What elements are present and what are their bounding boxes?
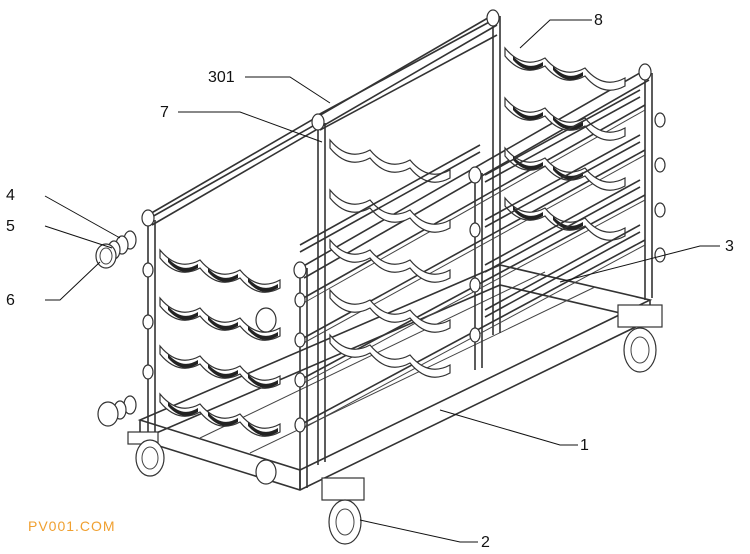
middle-rack — [329, 138, 451, 378]
watermark: PV001.COM — [28, 518, 116, 534]
handle-assembly — [95, 230, 277, 485]
storage-bars — [149, 89, 641, 318]
casters — [127, 304, 663, 545]
cradle-row — [159, 392, 281, 437]
label-8: 8 — [594, 12, 603, 29]
leader-lines — [44, 19, 720, 543]
caster-front-left — [127, 431, 165, 477]
label-4: 4 — [6, 187, 15, 204]
cradle-row — [159, 248, 281, 293]
label-2: 2 — [481, 534, 490, 551]
roller-caps — [141, 9, 666, 433]
left-end-rack — [159, 248, 281, 437]
caster-front-right — [321, 477, 365, 545]
label-5: 5 — [6, 218, 15, 235]
label-6: 6 — [6, 292, 15, 309]
cradle-row — [504, 146, 626, 191]
cradle-row — [159, 344, 281, 389]
cradle-row — [504, 196, 626, 241]
cradle-row — [504, 96, 626, 141]
label-3: 3 — [725, 238, 734, 255]
label-301: 301 — [208, 69, 235, 86]
base-frame — [137, 264, 653, 491]
right-end-rack — [504, 46, 626, 241]
caster-back-right — [617, 304, 663, 373]
cradle-row — [159, 296, 281, 341]
label-1: 1 — [580, 437, 589, 454]
label-7: 7 — [160, 104, 169, 121]
cradle-row — [504, 46, 626, 91]
